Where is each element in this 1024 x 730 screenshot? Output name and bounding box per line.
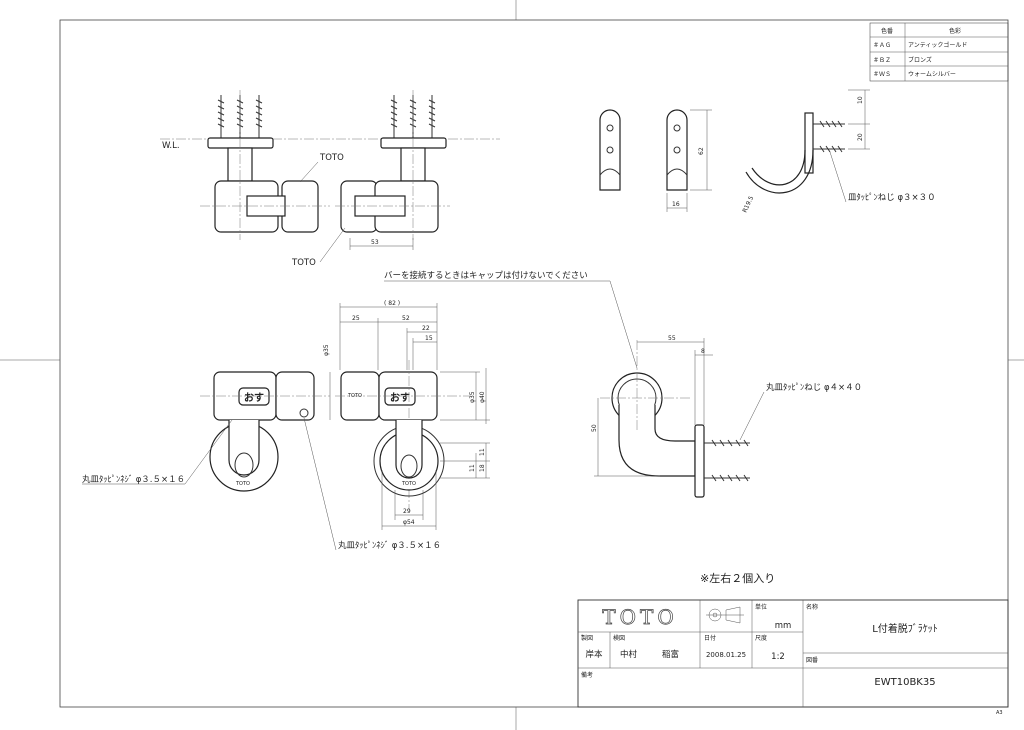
remarks-label: 備考 — [581, 671, 593, 679]
dim-10: 10 — [857, 96, 864, 104]
dim-15: 15 — [425, 335, 433, 342]
screw-spec-left: 丸皿ﾀｯﾋﾟﾝﾈｼﾞ φ３.５×１６ — [82, 474, 185, 485]
projection-symbol — [706, 606, 744, 624]
dim-62: 62 — [698, 147, 705, 155]
toto-label-top: TOTO — [319, 153, 344, 163]
dim-20: 20 — [857, 133, 864, 141]
dim-29: 29 — [403, 508, 411, 515]
dim-phi35-right: φ35 — [469, 391, 476, 403]
screw-spec-small: 皿ﾀｯﾋﾟﾝねじ φ３×３０ — [848, 193, 936, 203]
drawing-number: EWT10BK35 — [874, 677, 935, 688]
dim-50: 50 — [591, 424, 598, 432]
dim-53: 53 — [371, 239, 379, 246]
caution-note: バーを接続するときはキャップは付けないでください — [384, 270, 588, 281]
unit-value: mm — [775, 621, 792, 631]
color-name-bz: ブロンズ — [908, 56, 932, 64]
dim-phi54: φ54 — [403, 519, 415, 526]
title-block: TOTO 単位 mm 名称 L付着脱ﾌﾞﾗｹｯﾄ 製図 岸本 検図 中村 稲富 … — [577, 599, 1009, 708]
drawn-by: 岸本 — [585, 649, 603, 660]
screw-spec-mid: 丸皿ﾀｯﾋﾟﾝﾈｼﾞ φ３.５×１６ — [338, 540, 441, 551]
osu-mark-2: おす — [390, 392, 410, 404]
dim-11-b: 11 — [479, 448, 486, 456]
dim-8: 8 — [701, 348, 705, 355]
mounting-plate-views: 62 16 — [599, 109, 712, 212]
color-code-ws: ＃ＷＳ — [873, 71, 891, 78]
dim-r19-5: R19.5 — [741, 195, 755, 214]
dim-phi40: φ40 — [479, 391, 486, 403]
top-elevation-view: W.L. — [160, 90, 500, 268]
approved-by: 稲富 — [662, 649, 679, 660]
sheet-size: A3 — [996, 710, 1003, 716]
bottom-front-view: ( 82 ) 25 52 22 15 φ35 おす TOTO おす TO — [82, 300, 490, 551]
scale-label: 尺度 — [755, 634, 767, 642]
drawing-name: L付着脱ﾌﾞﾗｹｯﾄ — [872, 622, 938, 635]
date-label: 日付 — [704, 634, 716, 642]
color-code-bz: ＃ＢＺ — [873, 57, 891, 64]
pair-note: ※左右２個入り — [700, 571, 775, 585]
toto-label-bottom: TOTO — [291, 258, 316, 268]
scale-value: 1:2 — [771, 652, 785, 662]
date-value: 2008.01.25 — [706, 651, 746, 659]
dim-11-a: 11 — [469, 464, 476, 472]
color-name-ws: ウォームシルバー — [908, 70, 956, 78]
checked-label: 検図 — [613, 634, 625, 642]
toto-mark-3: TOTO — [401, 481, 416, 487]
checked-by: 中村 — [620, 649, 638, 660]
color-code-header: 色番 — [881, 27, 893, 35]
color-name-header: 色彩 — [949, 27, 961, 35]
hook-side-view: 10 20 R19.5 皿ﾀｯﾋﾟﾝねじ φ３×３０ — [741, 89, 936, 214]
dim-82: ( 82 ) — [384, 300, 400, 307]
color-table: 色番 色彩 ＃ＡＧ アンティックゴールド ＃ＢＺ ブロンズ ＃ＷＳ ウォームシル… — [869, 22, 1009, 82]
dim-16: 16 — [672, 201, 680, 208]
dim-55: 55 — [668, 335, 676, 342]
name-label: 名称 — [806, 603, 818, 611]
dim-18: 18 — [479, 464, 486, 472]
drawing-no-label: 図番 — [806, 657, 818, 664]
unit-label: 単位 — [755, 603, 767, 611]
wl-label: W.L. — [162, 141, 180, 151]
dim-52: 52 — [402, 315, 410, 322]
toto-logo: TOTO — [602, 605, 677, 629]
color-code-ag: ＃ＡＧ — [873, 42, 891, 49]
screw-spec-right: 丸皿ﾀｯﾋﾟﾝねじ φ４×４０ — [766, 382, 862, 393]
dim-22: 22 — [422, 325, 430, 332]
l-bracket-side-view: 55 8 50 丸皿ﾀｯﾋﾟﾝねじ φ４×４０ — [591, 335, 862, 498]
dim-25: 25 — [352, 315, 360, 322]
drawn-label: 製図 — [581, 634, 593, 642]
toto-mark-1: TOTO — [235, 481, 250, 487]
color-name-ag: アンティックゴールド — [908, 41, 967, 49]
osu-mark-1: おす — [244, 392, 264, 404]
dim-phi35-left: φ35 — [323, 344, 330, 356]
